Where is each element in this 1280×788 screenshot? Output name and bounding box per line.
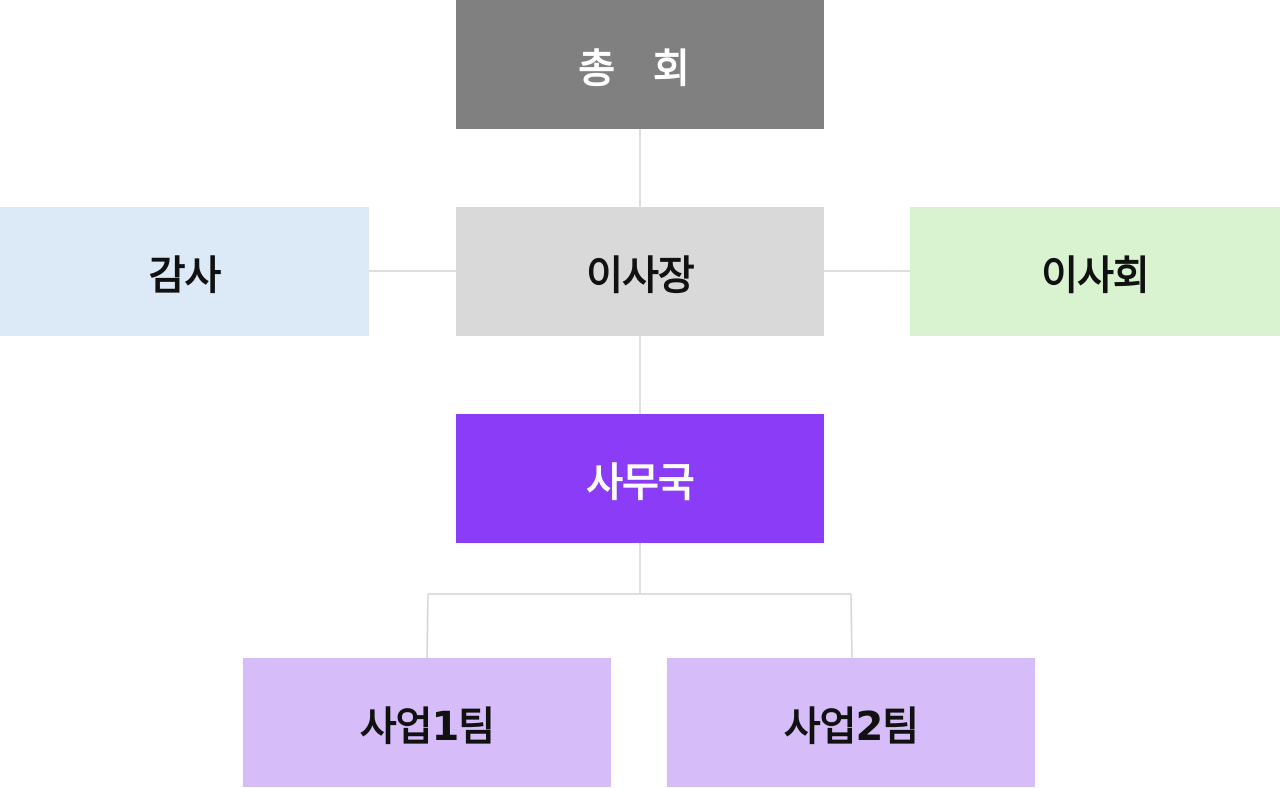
business-team-1-label: 사업1팀 bbox=[359, 703, 495, 750]
general-assembly-label: 총 회 bbox=[578, 45, 702, 92]
secretariat-box: 사무국 bbox=[456, 414, 824, 543]
business-team-2-box: 사업2팀 bbox=[667, 658, 1035, 787]
business-team-1-box: 사업1팀 bbox=[243, 658, 611, 787]
auditor-box: 감사 bbox=[0, 207, 369, 336]
connector-to-team1 bbox=[426, 593, 429, 659]
connector-to-team2 bbox=[850, 593, 853, 659]
board-box: 이사회 bbox=[910, 207, 1280, 336]
board-label: 이사회 bbox=[1041, 252, 1149, 299]
secretariat-label: 사무국 bbox=[586, 459, 694, 506]
chairman-box: 이사장 bbox=[456, 207, 824, 336]
auditor-label: 감사 bbox=[148, 252, 222, 299]
chairman-label: 이사장 bbox=[586, 252, 694, 299]
general-assembly-box: 총 회 bbox=[456, 0, 824, 129]
business-team-2-label: 사업2팀 bbox=[783, 703, 919, 750]
